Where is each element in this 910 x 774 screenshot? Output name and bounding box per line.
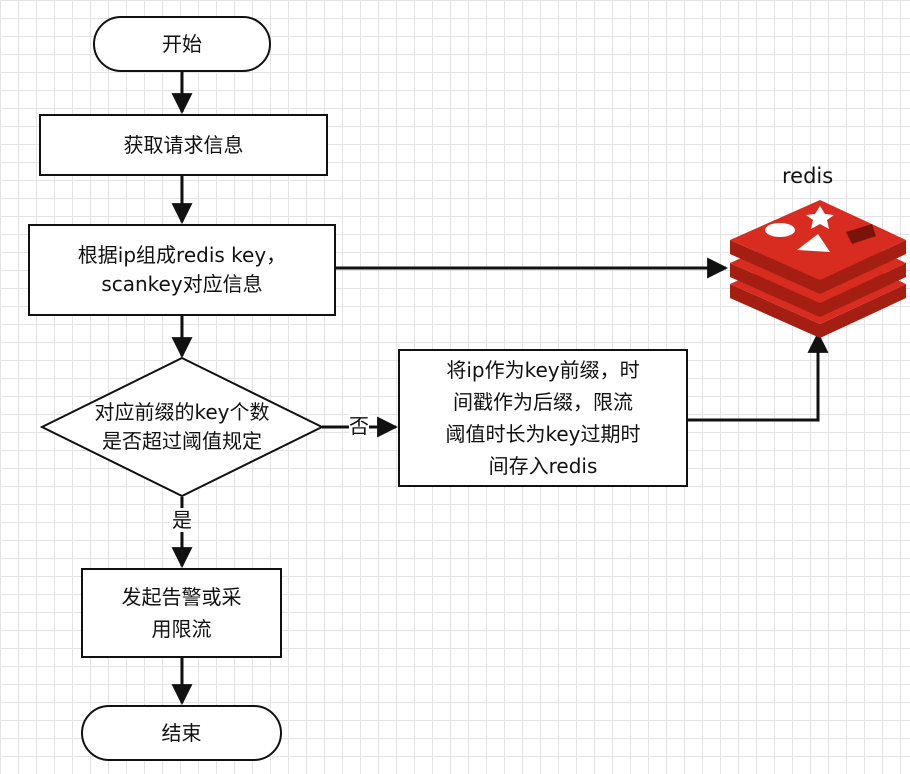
redis-logo <box>730 200 906 338</box>
start-node: 开始 <box>93 16 271 72</box>
alarm-node: 发起告警或采 用限流 <box>81 568 282 658</box>
build-key-node: 根据ip组成redis key， scankey对应信息 <box>28 224 336 316</box>
end-node: 结束 <box>81 705 282 761</box>
no-branch-label: 否 <box>349 414 369 438</box>
yes-branch-label: 是 <box>172 508 192 532</box>
decision-diamond <box>39 356 325 498</box>
decision-node-text: 对应前缀的key个数 是否超过阈值规定 <box>94 400 270 453</box>
edge-store-to-redis <box>688 331 829 422</box>
redis-label: redis <box>782 164 834 188</box>
store-redis-node: 将ip作为key前缀，时 间戳作为后缀，限流 阈值时长为key过期时 间存入re… <box>398 349 688 487</box>
get-request-node: 获取请求信息 <box>39 114 328 176</box>
